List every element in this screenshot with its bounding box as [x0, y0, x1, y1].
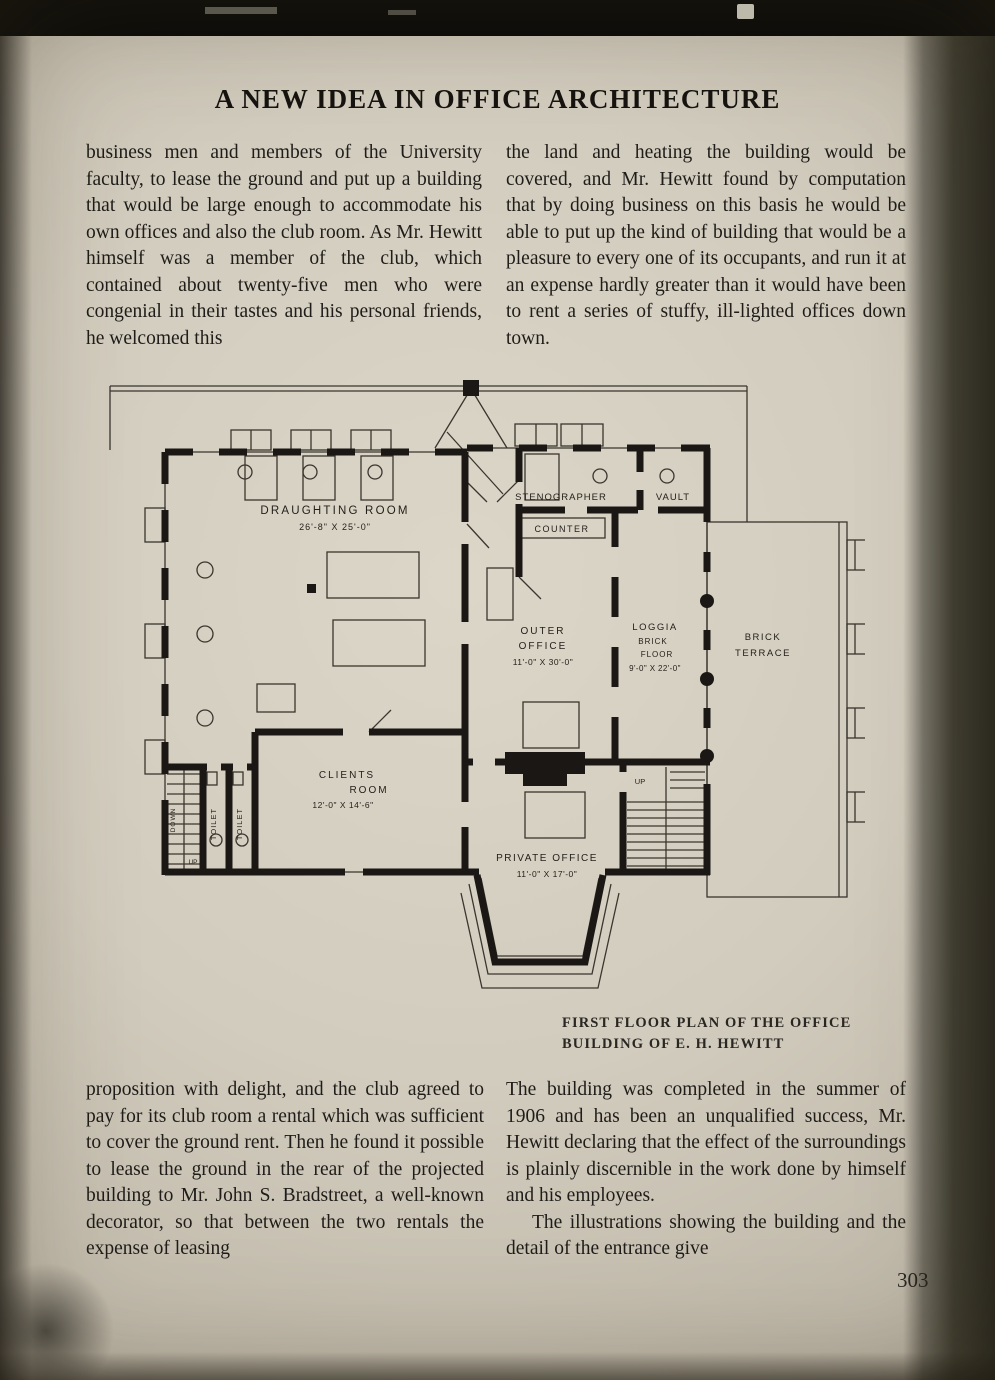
- figure-caption: FIRST FLOOR PLAN OF THE OFFICE BUILDING …: [562, 1013, 851, 1055]
- label-outer-office-1: OUTER: [521, 626, 566, 637]
- label-down: DOWN: [170, 808, 177, 833]
- plan-stairs: [167, 767, 705, 872]
- label-loggia-1: LOGGIA: [632, 622, 677, 633]
- label-up-left: UP: [188, 859, 197, 866]
- column-top-left: business men and members of the Universi…: [86, 140, 482, 352]
- column-top-right: the land and heating the building would …: [506, 140, 906, 352]
- scan-corner-blot: [0, 1256, 126, 1380]
- page-title: A NEW IDEA IN OFFICE ARCHITECTURE: [214, 84, 781, 114]
- label-outer-office-2: OFFICE: [519, 641, 568, 652]
- scan-left-shadow: [0, 36, 32, 1380]
- figure-caption-line1: FIRST FLOOR PLAN OF THE OFFICE: [562, 1015, 852, 1031]
- paragraph: The illustrations showing the building a…: [506, 1211, 906, 1260]
- label-loggia-2: BRICK: [638, 637, 667, 646]
- plan-solids: [307, 380, 714, 786]
- column-bottom-left: proposition with delight, and the club a…: [86, 1077, 484, 1263]
- label-clients-dims: 12'-0" X 14'-6": [312, 800, 373, 810]
- label-toilet-2: TOILET: [235, 808, 244, 840]
- label-toilet-1: TOILET: [209, 808, 218, 840]
- label-private-office: PRIVATE OFFICE: [496, 853, 598, 864]
- label-draughting-room: DRAUGHTING ROOM: [260, 505, 409, 517]
- label-up-right: UP: [635, 777, 645, 786]
- scan-bottom-shadow: [0, 1352, 995, 1380]
- paragraph: The building was completed in the summer…: [506, 1079, 906, 1206]
- label-loggia-dims: 9'-0" X 22'-0": [629, 664, 681, 673]
- label-draughting-dims: 26'-8" X 25'-0": [299, 522, 371, 532]
- label-vault: VAULT: [656, 492, 690, 503]
- scan-artifact: [388, 10, 416, 15]
- paragraph: proposition with delight, and the club a…: [86, 1079, 484, 1259]
- label-stenographer: STENOGRAPHER: [515, 492, 607, 503]
- scan-top-edge: [0, 0, 995, 36]
- label-counter: COUNTER: [535, 524, 590, 534]
- plan-labels: STENOGRAPHER VAULT COUNTER DRAUGHTING RO…: [170, 492, 791, 879]
- label-private-office-dims: 11'-0" X 17'-0": [517, 869, 578, 879]
- label-loggia-3: FLOOR: [641, 650, 674, 659]
- label-outer-office-dims: 11'-0" X 30'-0": [513, 657, 574, 667]
- label-terrace-1: BRICK: [745, 632, 782, 643]
- scan-right-shadow: [903, 36, 995, 1380]
- label-clients-1: CLIENTS: [319, 770, 375, 781]
- scan-artifact: [737, 4, 754, 19]
- floor-plan: STENOGRAPHER VAULT COUNTER DRAUGHTING RO…: [109, 380, 865, 989]
- label-clients-2: ROOM: [349, 785, 388, 796]
- label-terrace-2: TERRACE: [735, 648, 791, 659]
- scan-artifact: [205, 7, 277, 14]
- paragraph: business men and members of the Universi…: [86, 142, 482, 349]
- plan-walls: [161, 444, 711, 966]
- paragraph: the land and heating the building would …: [506, 142, 906, 349]
- figure-caption-line2: BUILDING OF E. H. HEWITT: [562, 1036, 785, 1052]
- page-number: 303: [897, 1268, 929, 1292]
- plan-thin-lines: [109, 385, 865, 989]
- column-bottom-right: The building was completed in the summer…: [506, 1077, 906, 1263]
